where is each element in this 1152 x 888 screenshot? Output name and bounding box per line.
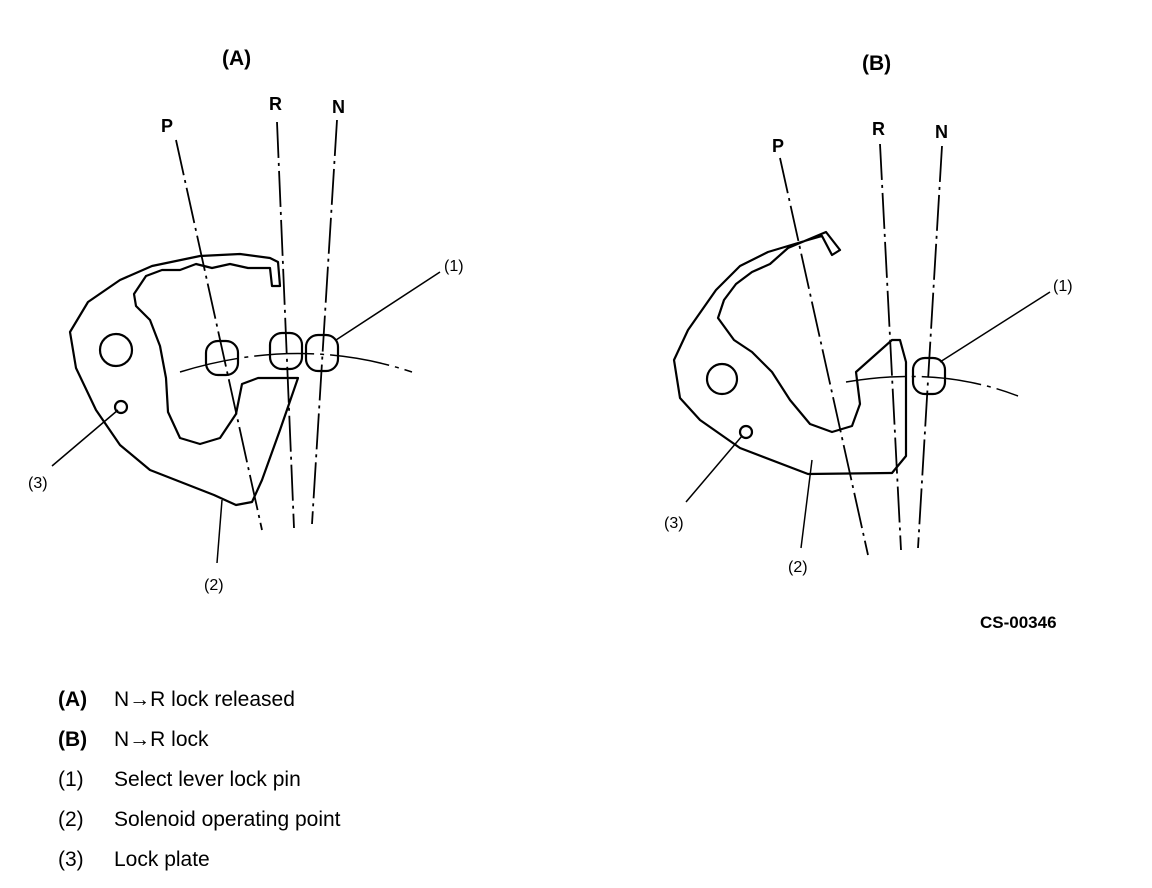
- panel-b-title: (B): [862, 52, 891, 75]
- panel-a-line-p: [175, 139, 263, 531]
- legend-key: (3): [58, 848, 84, 871]
- panel-b-callout-1: (1): [1053, 278, 1073, 295]
- legend-text: Lock plate: [114, 848, 210, 871]
- panel-a-leader-2: [216, 499, 223, 564]
- panel-b-label-r: R: [872, 119, 885, 139]
- panel-b-line-r: [879, 143, 902, 551]
- panel-b-line-n: [917, 145, 943, 549]
- figure-id: CS-00346: [980, 613, 1057, 632]
- legend: (A) N→R lock released (B) N→R lock (1) S…: [58, 688, 341, 888]
- panel-b-label-n: N: [935, 122, 948, 142]
- panel-a-leader-1: [335, 271, 441, 341]
- panel-a-callout-3: (3): [28, 475, 48, 492]
- panel-b-label-p: P: [772, 136, 784, 156]
- legend-key: (A): [58, 688, 88, 711]
- legend-item-2: (2) Solenoid operating point: [58, 808, 341, 848]
- panel-b-leader-2: [800, 459, 813, 549]
- panel-a-label-n: N: [332, 97, 345, 117]
- panel-a-lock-plate: [68, 252, 300, 507]
- panel-a-label-p: P: [161, 116, 173, 136]
- panel-b-leader-1: [939, 291, 1051, 363]
- panel-b-travel-arc: [845, 375, 1019, 397]
- panel-a-title: (A): [222, 47, 251, 70]
- lock-plate-diagram: (A) P R N (1) (2) (3) (B) P R: [28, 47, 1073, 632]
- panel-a-pivot-hole: [98, 332, 134, 368]
- legend-item-3: (3) Lock plate: [58, 848, 341, 888]
- panel-b-pivot-hole: [705, 362, 739, 396]
- panel-b-callout-2: (2): [788, 559, 808, 576]
- panel-b-callout-3: (3): [664, 515, 684, 532]
- panel-b-small-hole: [738, 424, 754, 440]
- legend-text: Select lever lock pin: [114, 768, 301, 791]
- panel-a-leader-3: [51, 409, 119, 467]
- panel-a-lock-pin-n: [304, 333, 340, 373]
- panel-a-callout-2: (2): [204, 577, 224, 594]
- panel-b-lock-plate: [672, 230, 908, 476]
- panel-a: (A) P R N (1) (2) (3): [28, 47, 464, 594]
- panel-b-line-p: [779, 157, 869, 556]
- panel-a-label-r: R: [269, 94, 282, 114]
- panel-a-callout-1: (1): [444, 258, 464, 275]
- legend-text: N→R lock: [114, 728, 209, 751]
- legend-key: (1): [58, 768, 84, 791]
- legend-item-1: (1) Select lever lock pin: [58, 768, 341, 808]
- panel-b: (B) P R N (1) (2) (3): [664, 52, 1073, 576]
- legend-item-a: (A) N→R lock released: [58, 688, 341, 728]
- panel-a-lock-pin-p: [204, 339, 240, 377]
- panel-a-travel-arc: [179, 352, 413, 373]
- panel-b-leader-3: [685, 435, 743, 503]
- legend-key: (2): [58, 808, 84, 831]
- panel-a-small-hole: [113, 399, 129, 415]
- legend-text: Solenoid operating point: [114, 808, 341, 831]
- panel-a-line-n: [311, 119, 338, 525]
- legend-item-b: (B) N→R lock: [58, 728, 341, 768]
- legend-text: N→R lock released: [114, 688, 295, 711]
- panel-a-lock-pin-r: [268, 331, 304, 371]
- legend-key: (B): [58, 728, 88, 751]
- panel-a-line-r: [276, 121, 295, 529]
- panel-b-lock-pin: [911, 356, 947, 396]
